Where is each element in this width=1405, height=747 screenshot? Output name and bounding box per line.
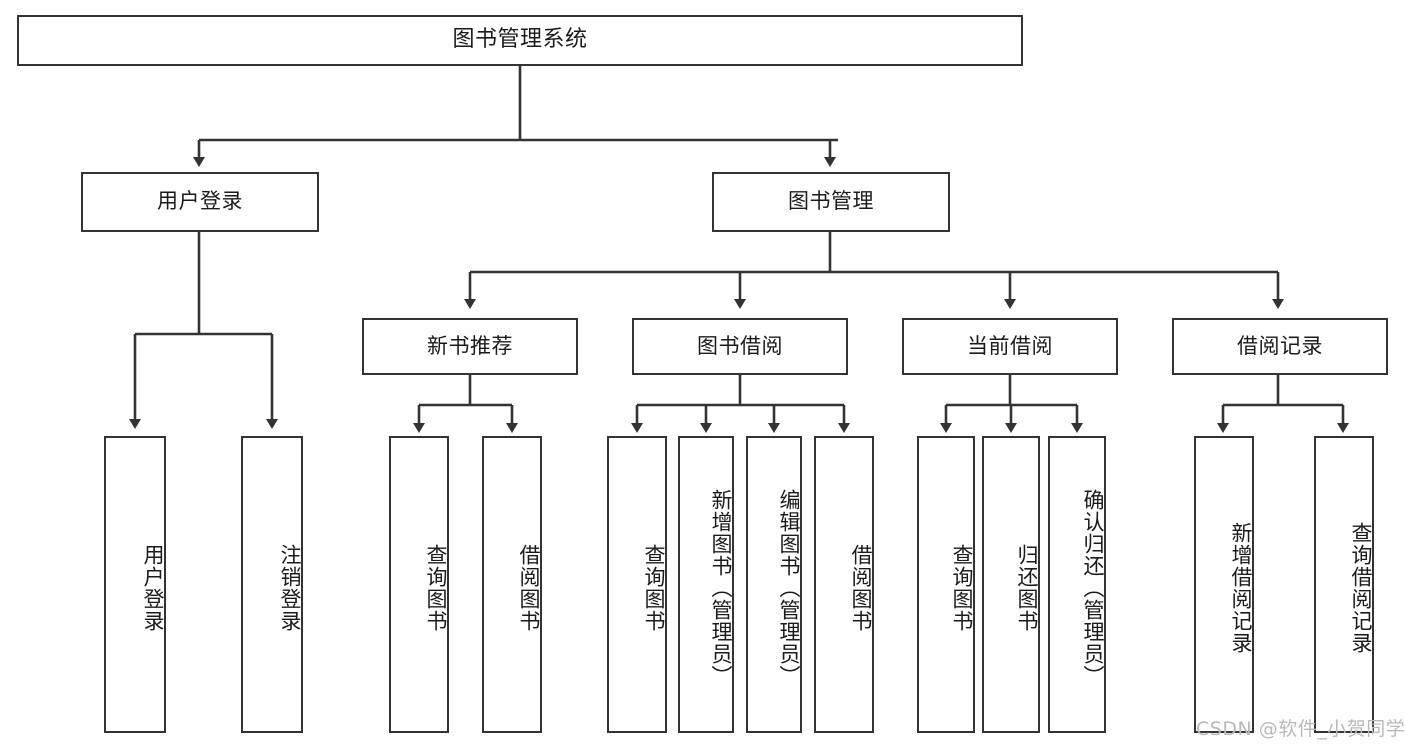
node-label: 用户登录 [141, 543, 165, 632]
node-label: 确认归还（管理员） [1081, 488, 1105, 687]
node-label: 查询借阅记录 [1349, 521, 1373, 654]
leaf-user-login-signin[interactable]: 用户登录 [104, 436, 166, 733]
leaf-borrow-edit-book-admin[interactable]: 编辑图书（管理员） [746, 436, 802, 733]
node-label: 图书借阅 [697, 333, 783, 358]
leaf-borrow-add-book-admin[interactable]: 新增图书（管理员） [678, 436, 734, 733]
node-root-system[interactable]: 图书管理系统 [17, 15, 1023, 66]
leaf-user-login-signout[interactable]: 注销登录 [241, 436, 303, 733]
node-label: 借阅记录 [1237, 333, 1323, 358]
node-label: 图书管理 [788, 189, 874, 214]
node-book-management[interactable]: 图书管理 [712, 172, 950, 232]
node-label: 图书管理系统 [452, 27, 588, 53]
node-label: 当前借阅 [967, 333, 1053, 358]
leaf-recommend-query-book[interactable]: 查询图书 [389, 436, 449, 733]
leaf-current-return-book[interactable]: 归还图书 [982, 436, 1040, 733]
node-new-book-recommend[interactable]: 新书推荐 [362, 318, 578, 375]
leaf-current-confirm-return-admin[interactable]: 确认归还（管理员） [1048, 436, 1106, 733]
node-book-borrow[interactable]: 图书借阅 [632, 318, 848, 375]
node-current-borrow[interactable]: 当前借阅 [902, 318, 1118, 375]
node-label: 归还图书 [1015, 543, 1039, 632]
node-label: 借阅图书 [849, 543, 873, 632]
leaf-record-query-record[interactable]: 查询借阅记录 [1314, 436, 1374, 733]
node-borrow-record[interactable]: 借阅记录 [1172, 318, 1388, 375]
node-label: 编辑图书（管理员） [777, 488, 801, 687]
leaf-borrow-borrow-book[interactable]: 借阅图书 [814, 436, 874, 733]
node-label: 查询图书 [424, 543, 448, 632]
node-label: 借阅图书 [517, 543, 541, 632]
node-label: 注销登录 [278, 543, 302, 632]
leaf-recommend-borrow-book[interactable]: 借阅图书 [482, 436, 542, 733]
node-label: 新增借阅记录 [1229, 521, 1253, 654]
node-label: 新增图书（管理员） [709, 488, 733, 687]
node-label: 查询图书 [950, 543, 974, 632]
node-label: 查询图书 [642, 543, 666, 632]
watermark-text: CSDN @软件_小贺同学 [1196, 718, 1405, 740]
leaf-borrow-query-book[interactable]: 查询图书 [607, 436, 667, 733]
node-label: 新书推荐 [427, 333, 513, 358]
node-label: 用户登录 [157, 189, 243, 214]
leaf-record-add-record[interactable]: 新增借阅记录 [1194, 436, 1254, 733]
leaf-current-query-book[interactable]: 查询图书 [917, 436, 975, 733]
node-user-login[interactable]: 用户登录 [81, 172, 319, 232]
